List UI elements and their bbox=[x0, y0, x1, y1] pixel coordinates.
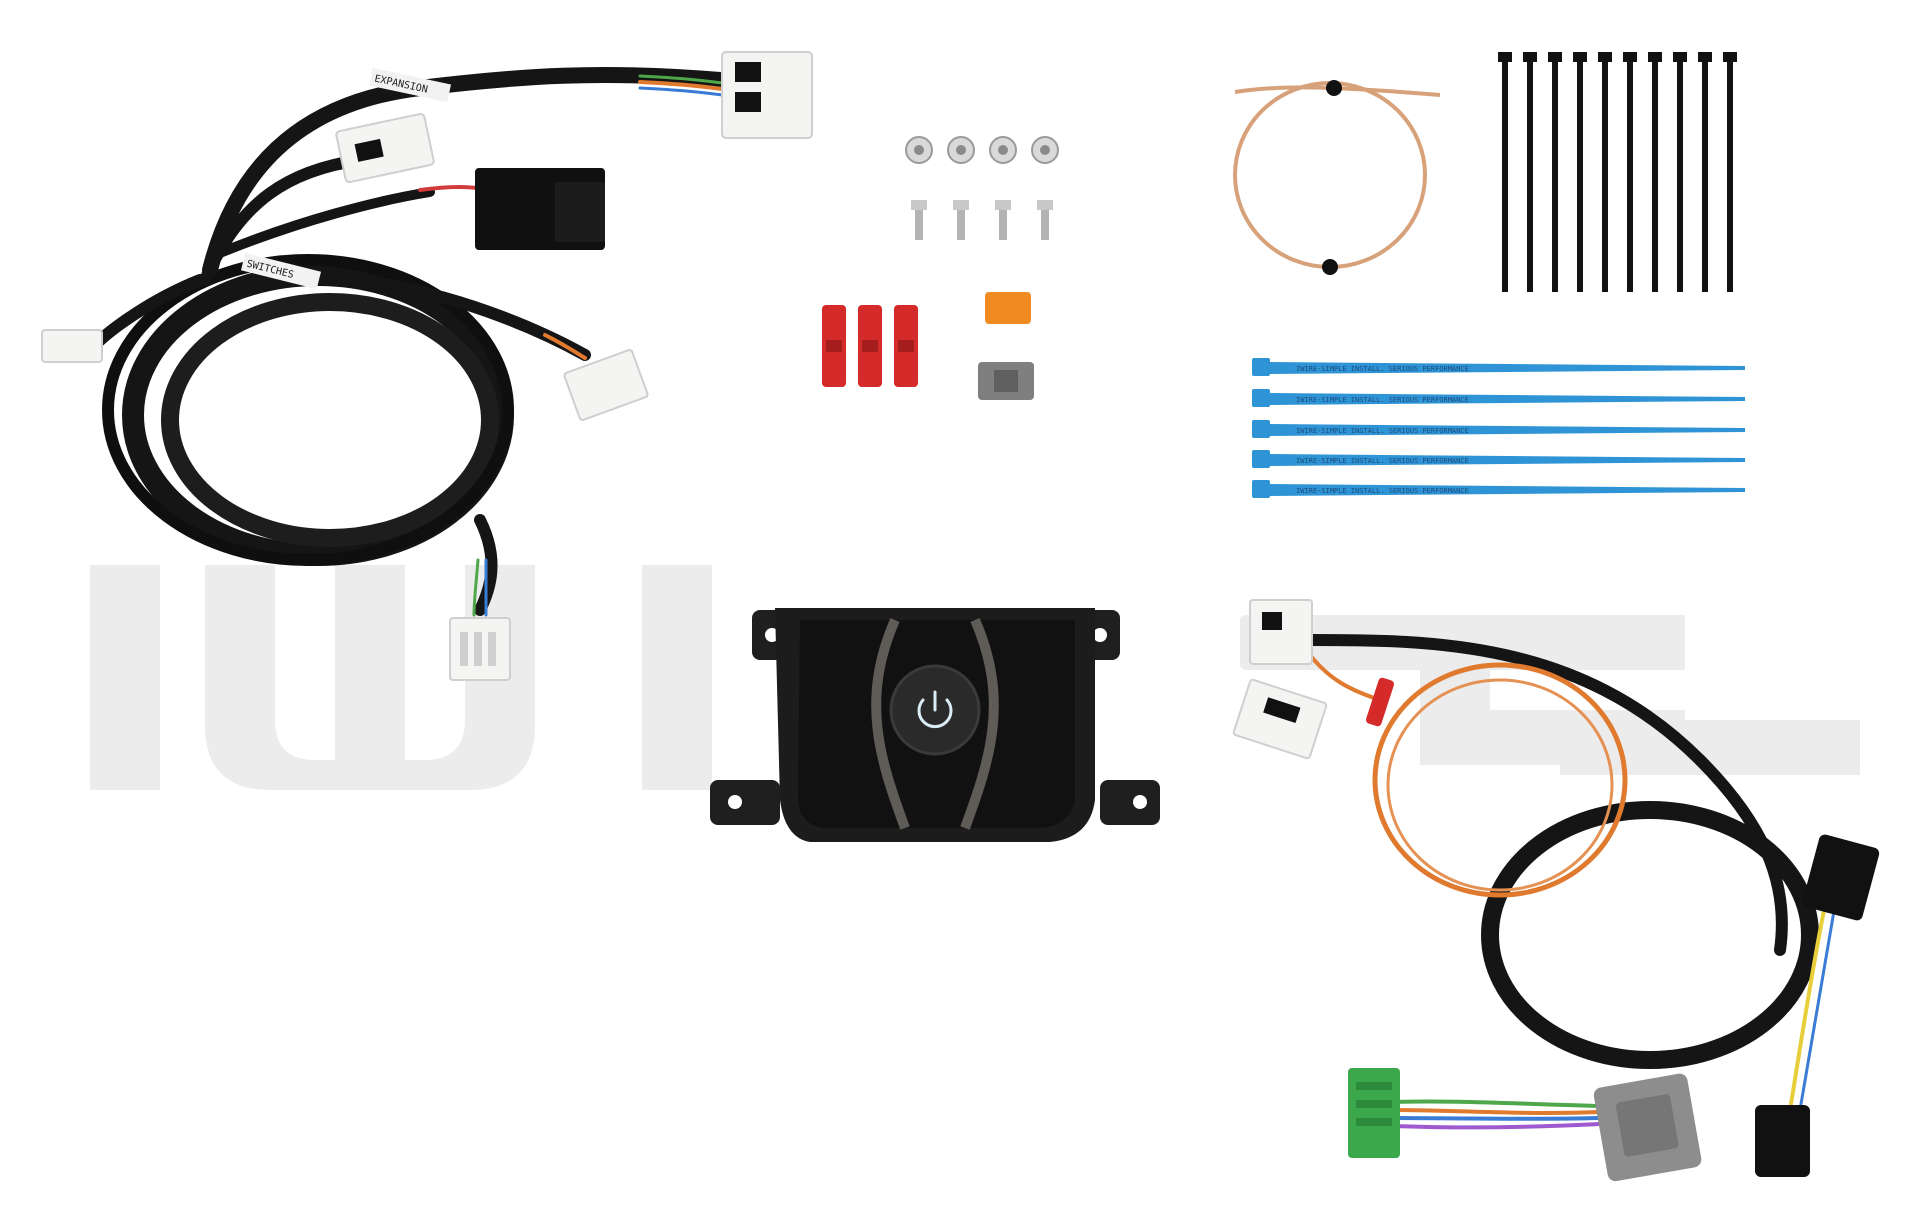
blue-zip-tie: IWIRE-SIMPLE INSTALL. SERIOUS PERFORMANC… bbox=[1252, 450, 1745, 468]
blue-zip-tie: IWIRE-SIMPLE INSTALL. SERIOUS PERFORMANC… bbox=[1252, 389, 1745, 407]
expansion-branch bbox=[202, 66, 728, 278]
branch-to-black-connector bbox=[210, 187, 435, 260]
harness-coil-outer-2 bbox=[102, 254, 514, 566]
white-connector-bottom bbox=[449, 617, 511, 681]
hex-nuts bbox=[905, 136, 1059, 164]
gray-plug bbox=[1593, 1073, 1702, 1182]
black-zip-tie bbox=[1573, 52, 1587, 292]
zip-tie-print: IWIRE-SIMPLE INSTALL. SERIOUS PERFORMANC… bbox=[1296, 427, 1469, 435]
orange-wire-coil-2 bbox=[1386, 678, 1614, 892]
vehicle-interface-harness bbox=[1304, 634, 1837, 1130]
black-plug-top bbox=[1802, 834, 1880, 921]
black-zip-ties bbox=[1498, 52, 1737, 292]
bolt bbox=[995, 200, 1011, 240]
white-connector-right-mid bbox=[1232, 678, 1328, 760]
red-wire-taps bbox=[822, 305, 918, 387]
bolt bbox=[953, 200, 969, 240]
black-zip-tie bbox=[1548, 52, 1562, 292]
wire-orange-right bbox=[543, 333, 587, 360]
orange-connector-cap bbox=[985, 292, 1031, 324]
black-zip-tie bbox=[1673, 52, 1687, 292]
watermark-letter-w bbox=[205, 565, 535, 790]
black-zip-tie bbox=[1698, 52, 1712, 292]
blue-zip-tie: IWIRE-SIMPLE INSTALL. SERIOUS PERFORMANC… bbox=[1252, 480, 1745, 498]
mount-tab bbox=[1100, 780, 1160, 825]
zip-tie-print: IWIRE-SIMPLE INSTALL. SERIOUS PERFORMANC… bbox=[1296, 365, 1469, 373]
zip-tie-print: IWIRE-SIMPLE INSTALL. SERIOUS PERFORMANC… bbox=[1296, 396, 1469, 404]
black-zip-tie bbox=[1623, 52, 1637, 292]
wire-green-bottom-right bbox=[1393, 1099, 1602, 1108]
blue-zip-tie: IWIRE-SIMPLE INSTALL. SERIOUS PERFORMANC… bbox=[1252, 358, 1745, 376]
gray-connector bbox=[978, 362, 1034, 400]
harness-coil-inner bbox=[161, 293, 499, 547]
power-icon bbox=[917, 690, 953, 729]
black-plug-bottom bbox=[1755, 1105, 1810, 1177]
white-connector-right-top bbox=[1249, 599, 1313, 665]
orange-wire-loop bbox=[1233, 80, 1441, 275]
black-zip-tie bbox=[1523, 52, 1537, 292]
right-harness-coil bbox=[1481, 801, 1819, 1069]
bolt bbox=[1037, 200, 1053, 240]
control-module bbox=[710, 608, 1160, 842]
blue-zip-tie: IWIRE-SIMPLE INSTALL. SERIOUS PERFORMANC… bbox=[1252, 420, 1745, 438]
right-harness-trunk-2 bbox=[1694, 754, 1788, 956]
white-connector-small-top bbox=[335, 112, 435, 184]
wire-purple bbox=[1393, 1122, 1602, 1130]
branch-to-bottom-connector bbox=[474, 514, 498, 616]
black-zip-tie bbox=[1648, 52, 1662, 292]
wire-yellow bbox=[1788, 903, 1827, 1112]
bolt bbox=[911, 200, 927, 240]
white-connector-right bbox=[563, 349, 649, 421]
green-plug bbox=[1348, 1068, 1400, 1158]
black-zip-tie bbox=[1723, 52, 1737, 292]
watermark-letter-i2 bbox=[642, 565, 712, 790]
mount-tab bbox=[710, 780, 780, 825]
wire-orange-top bbox=[1308, 653, 1382, 702]
wire-green-bottom bbox=[472, 558, 480, 617]
red-butt-connector bbox=[1366, 677, 1394, 727]
black-zip-tie bbox=[1598, 52, 1612, 292]
blue-zip-ties: IWIRE-SIMPLE INSTALL. SERIOUS PERFORMANC… bbox=[1252, 358, 1745, 498]
wire-blue-right bbox=[1798, 903, 1837, 1112]
black-zip-tie bbox=[1498, 52, 1512, 292]
watermark-letter-i-stem bbox=[90, 565, 160, 790]
zip-tie-print: IWIRE-SIMPLE INSTALL. SERIOUS PERFORMANC… bbox=[1296, 487, 1469, 495]
bolts bbox=[911, 200, 1053, 240]
wire-orange-bottom bbox=[1393, 1108, 1602, 1115]
white-connector-large-top bbox=[721, 51, 813, 139]
black-connector bbox=[475, 168, 605, 250]
orange-wire-coil bbox=[1372, 662, 1628, 898]
zip-tie-print: IWIRE-SIMPLE INSTALL. SERIOUS PERFORMANC… bbox=[1296, 457, 1469, 465]
wire-blue-bottom-right bbox=[1393, 1116, 1602, 1121]
right-harness-trunk bbox=[1304, 634, 1706, 766]
white-connector-left bbox=[41, 329, 103, 363]
